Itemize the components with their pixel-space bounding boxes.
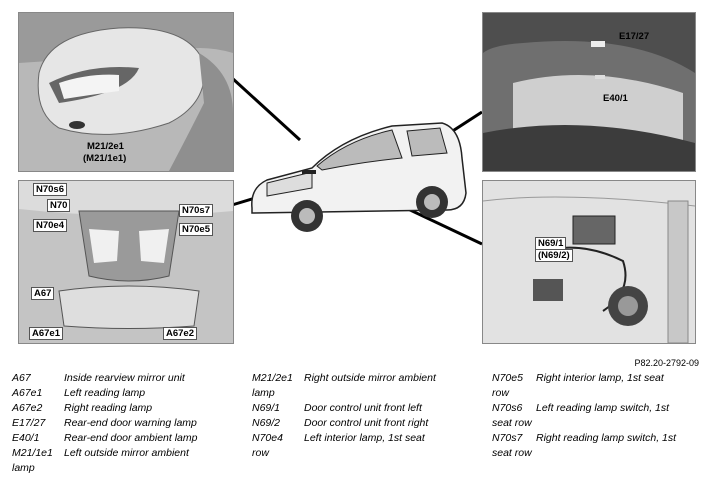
label-e17-27: E17/27 <box>619 31 650 42</box>
legend-text: Left outside mirror ambient <box>64 447 189 459</box>
legend-text: row <box>252 447 269 459</box>
legend-item: E40/1 Rear-end door ambient lamp <box>12 431 197 446</box>
legend-code: M21/2e1 <box>252 372 293 384</box>
legend-code: A67 <box>12 372 31 384</box>
legend-text: seat row <box>492 417 532 429</box>
legend-text: Rear-end door ambient lamp <box>64 432 198 444</box>
label-n70: N70 <box>47 199 71 212</box>
legend-item: E17/27 Rear-end door warning lamp <box>12 416 197 431</box>
legend-item: A67e1 Left reading lamp <box>12 386 197 401</box>
legend-item: A67 Inside rearview mirror unit <box>12 371 197 386</box>
tailgate-photo: E17/27 E40/1 <box>482 12 696 172</box>
legend-text: Left interior lamp, 1st seat <box>304 432 425 444</box>
connector-mirror <box>230 76 302 142</box>
legend-text: lamp <box>252 387 275 399</box>
legend-column-3: N70e5 Right interior lamp, 1st seat row N… <box>492 371 676 461</box>
legend-text: Door control unit front right <box>304 417 429 429</box>
legend-item: N70e5 Right interior lamp, 1st seat <box>492 371 676 386</box>
legend-code: E17/27 <box>12 417 46 429</box>
legend-code: E40/1 <box>12 432 40 444</box>
legend-item: A67e2 Right reading lamp <box>12 401 197 416</box>
legend-item: row <box>252 446 436 461</box>
legend-text: Right reading lamp switch, 1st <box>536 432 677 444</box>
reference-code: P82.20-2792-09 <box>634 358 699 368</box>
legend-text: Inside rearview mirror unit <box>64 372 185 384</box>
legend-text: Left reading lamp <box>64 387 146 399</box>
legend-text: row <box>492 387 509 399</box>
legend-code: A67e1 <box>12 387 43 399</box>
label-n70e5: N70e5 <box>179 223 213 236</box>
legend-code: N70s6 <box>492 402 523 414</box>
legend-text: Right reading lamp <box>64 402 153 414</box>
legend-code: N69/1 <box>252 402 281 414</box>
legend-item: M21/1e1 Left outside mirror ambient <box>12 446 197 461</box>
legend-code: N70e5 <box>492 372 523 384</box>
legend-item: N69/1 Door control unit front left <box>252 401 436 416</box>
label-n70s6: N70s6 <box>33 183 67 196</box>
mirror-photo: M21/2e1 (M21/1e1) <box>18 12 234 172</box>
door-photo: N69/1 (N69/2) <box>482 180 696 344</box>
label-m21-1e1: (M21/1e1) <box>83 153 127 164</box>
label-n70s7: N70s7 <box>179 204 213 217</box>
legend-item: lamp <box>252 386 436 401</box>
legend-item: N70s7 Right reading lamp switch, 1st <box>492 431 676 446</box>
legend-text: Left reading lamp switch, 1st <box>536 402 670 414</box>
label-n69-2: (N69/2) <box>535 249 573 262</box>
label-m21-2e1: M21/2e1 <box>87 141 124 152</box>
legend-code: A67e2 <box>12 402 43 414</box>
tailgate-illustration <box>483 13 695 171</box>
door-illustration <box>483 181 695 343</box>
legend-item: seat row <box>492 446 676 461</box>
legend-text: seat row <box>492 447 532 459</box>
legend-item: N69/2 Door control unit front right <box>252 416 436 431</box>
label-a67e1: A67e1 <box>29 327 63 340</box>
car-illustration <box>251 122 467 232</box>
legend-text: Right interior lamp, 1st seat <box>536 372 664 384</box>
label-a67e2: A67e2 <box>163 327 197 340</box>
legend-item: M21/2e1 Right outside mirror ambient <box>252 371 436 386</box>
label-e40-1: E40/1 <box>603 93 628 104</box>
legend-text: Rear-end door warning lamp <box>64 417 197 429</box>
mirror-illustration <box>19 13 233 171</box>
legend-item: N70s6 Left reading lamp switch, 1st <box>492 401 676 416</box>
legend-text: Right outside mirror ambient <box>304 372 436 384</box>
legend-item: seat row <box>492 416 676 431</box>
legend-item: row <box>492 386 676 401</box>
legend-code: M21/1e1 <box>12 447 53 459</box>
legend-item: lamp <box>12 461 197 476</box>
legend-text: lamp <box>12 462 35 474</box>
legend-column-2: M21/2e1 Right outside mirror ambient lamp… <box>252 371 436 461</box>
label-a67: A67 <box>31 287 55 300</box>
legend-code: N70e4 <box>252 432 283 444</box>
overhead-photo: N70s6 N70 N70e4 N70s7 N70e5 A67 A67e1 A6… <box>18 180 234 344</box>
legend-item: N70e4 Left interior lamp, 1st seat <box>252 431 436 446</box>
legend-code: N69/2 <box>252 417 281 429</box>
label-n70e4: N70e4 <box>33 219 67 232</box>
legend-text: Door control unit front left <box>304 402 422 414</box>
legend-code: N70s7 <box>492 432 523 444</box>
